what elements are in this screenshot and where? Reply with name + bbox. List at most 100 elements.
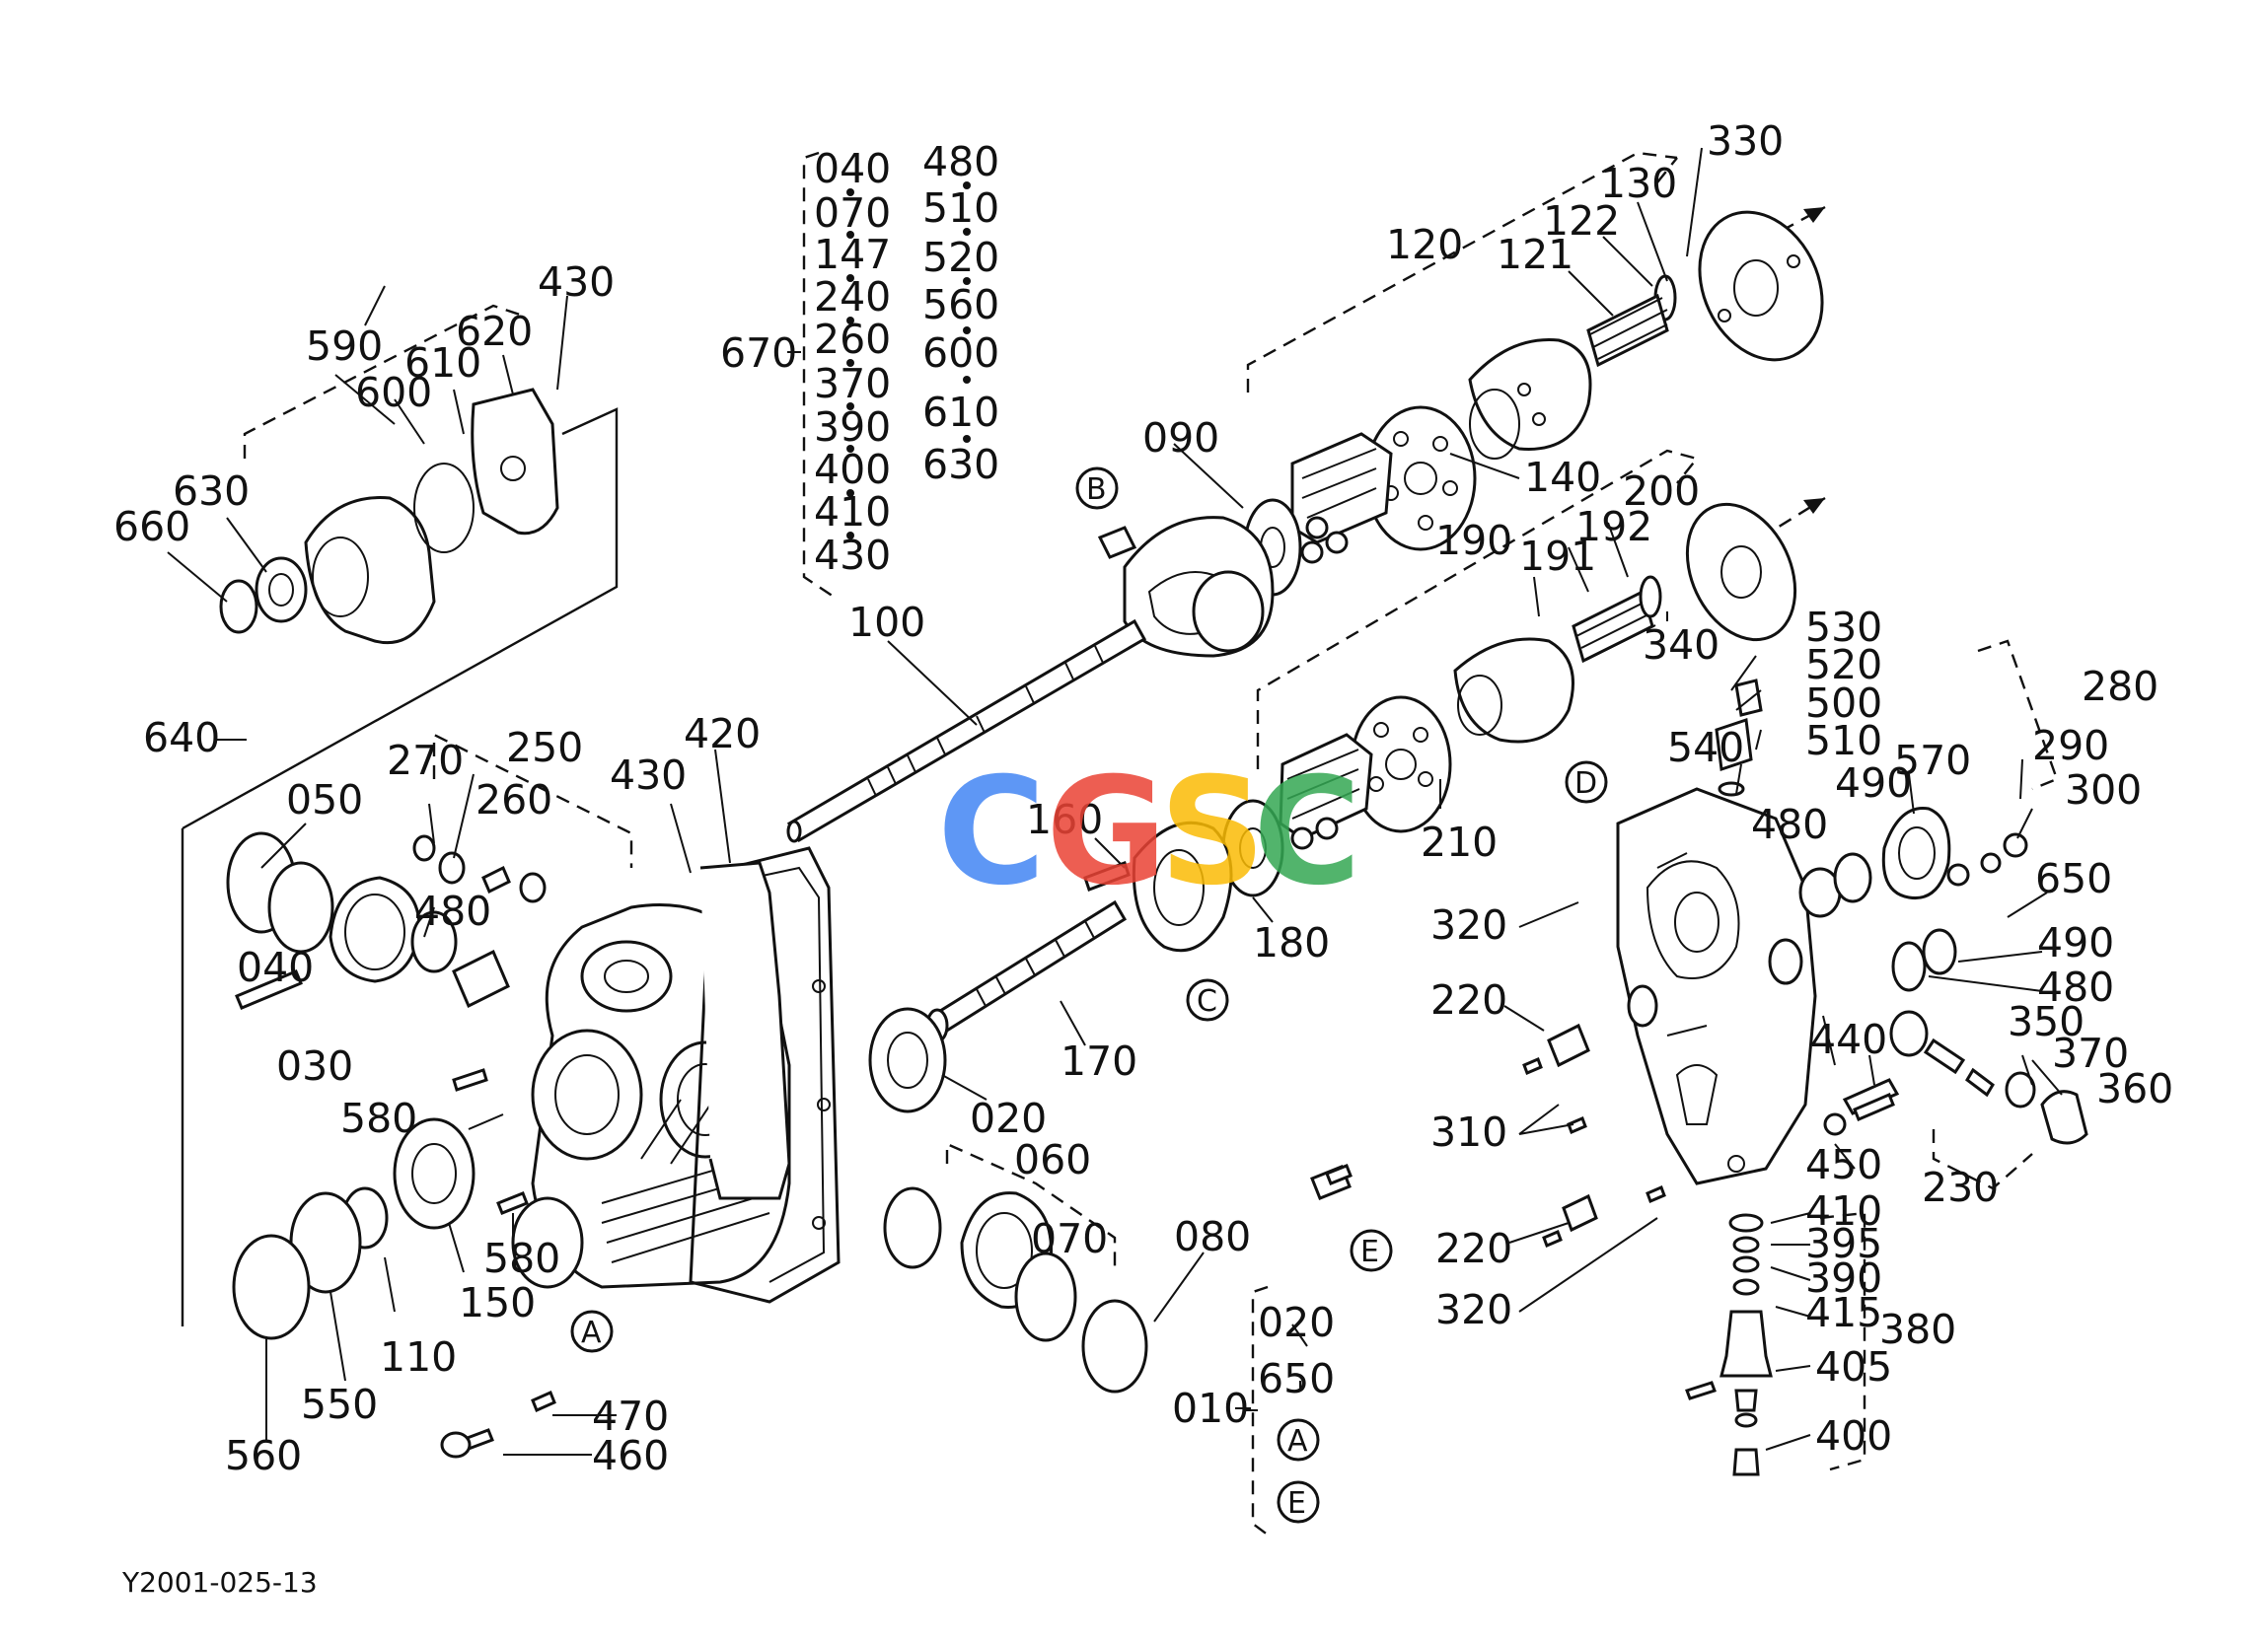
center-bearings-seals [699,861,1148,1394]
group-010-item: 650 [1258,1355,1335,1402]
callout-380: 380 [1879,1306,1956,1353]
group-670-item: 510 [922,184,999,232]
group-670-label: 670 [720,329,797,377]
callout-420: 420 [684,710,761,757]
callout-310: 310 [1430,1109,1507,1156]
callout-410: 410 [1805,1187,1882,1235]
callout-560: 560 [225,1432,302,1479]
callout-480: 480 [414,888,491,935]
callouts: 330 130 122 121 120 090 140 200 192 191 … [113,117,2173,1479]
left-bearings-seals [226,733,633,1459]
upper-pump-assembly [1243,151,1824,597]
callout-570: 570 [1894,737,1971,784]
callout-122: 122 [1543,197,1620,245]
callout-430: 430 [610,751,687,799]
callout-550: 550 [301,1381,378,1428]
callout-370: 370 [2052,1030,2129,1077]
callout-530: 530 [1805,604,1882,651]
callout-450: 450 [1805,1141,1882,1188]
group-670-item: 400 [814,446,891,493]
callout-405: 405 [1815,1343,1892,1391]
right-seals-plugs [1798,639,2088,1190]
watermark: C G S C [937,747,1361,918]
callout-300: 300 [2065,766,2142,814]
group-670-item: 480 [922,138,999,185]
callout-660: 660 [113,503,190,550]
callout-400: 400 [1815,1412,1892,1460]
callout-220: 220 [1435,1225,1512,1272]
callout-192: 192 [1575,503,1652,550]
callout-620: 620 [456,308,533,355]
callout-640: 640 [143,714,220,761]
callout-121: 121 [1497,231,1573,278]
group-670-item: 520 [922,234,999,281]
callout-395: 395 [1805,1220,1882,1267]
callout-250: 250 [506,724,583,771]
callout-190: 190 [1435,517,1512,564]
group-670-dots [846,181,971,539]
callout-470: 470 [592,1393,669,1440]
callout-360: 360 [2096,1065,2173,1112]
callout-630: 630 [173,467,250,515]
reference-circles: B C D A E [570,466,1608,1353]
watermark-letter: S [1159,747,1266,918]
leader-lines [167,147,2063,1456]
callout-350: 350 [2008,998,2085,1045]
callout-160: 160 [1026,796,1103,843]
callout-330: 330 [1707,117,1784,165]
reference-letter-e: E [1360,1235,1379,1269]
transmission-case [511,846,841,1304]
callout-170: 170 [1061,1038,1137,1085]
callout-650: 650 [2035,855,2112,902]
callout-490: 490 [1835,759,1912,807]
callout-290: 290 [2032,722,2109,769]
reference-letter-a: A [581,1316,602,1350]
callout-540: 540 [1667,724,1744,771]
callout-140: 140 [1524,454,1601,501]
callout-580: 580 [483,1235,560,1282]
group-670-right-column: 480 510 520 560 600 610 630 [922,138,999,488]
callout-070: 070 [1031,1215,1108,1262]
watermark-letter: C [937,747,1046,918]
callout-040: 040 [237,944,314,991]
callout-520: 520 [1805,641,1882,688]
callout-415: 415 [1805,1289,1882,1336]
callout-480: 480 [1751,801,1828,848]
relief-valve-stack [1685,1211,1866,1476]
callout-590: 590 [306,322,383,370]
callout-050: 050 [286,776,363,823]
diagram-code: Y2001-025-13 [121,1566,318,1599]
group-670-item: 040 [814,145,891,192]
callout-080: 080 [1174,1213,1251,1260]
group-670-item: 600 [922,329,999,377]
callout-490: 490 [2037,919,2114,966]
group-670-item: 610 [922,389,999,436]
callout-480: 480 [2037,964,2114,1011]
callout-390: 390 [1805,1254,1882,1302]
reference-letter-d: D [1574,766,1597,801]
group-670: 670 040 070 147 240 260 370 390 400 410 … [720,138,999,598]
group-670-item: 370 [814,360,891,407]
callout-020: 020 [970,1095,1047,1142]
callout-100: 100 [848,599,925,646]
reference-circle-e-group: E [1277,1480,1320,1524]
lower-pump-assembly [1083,449,1797,953]
callout-130: 130 [1600,160,1677,207]
group-670-item: 630 [922,441,999,488]
callout-110: 110 [380,1333,457,1381]
callout-320: 320 [1435,1286,1512,1333]
motor-swash-housing [1097,516,1275,658]
group-670-item: 147 [814,231,891,278]
reference-circle-a-group: A [1277,1418,1320,1462]
watermark-letter: G [1046,747,1167,918]
group-670-left-column: 040 070 147 240 260 370 390 400 410 430 [814,145,891,579]
callout-210: 210 [1421,819,1498,866]
callout-090: 090 [1142,414,1219,462]
callout-320: 320 [1430,901,1507,949]
callout-220: 220 [1430,976,1507,1024]
reference-letter-b: B [1086,472,1107,507]
lower-shaft [925,899,1128,1043]
callout-200: 200 [1623,467,1700,515]
watermark-letter: C [1253,747,1361,918]
